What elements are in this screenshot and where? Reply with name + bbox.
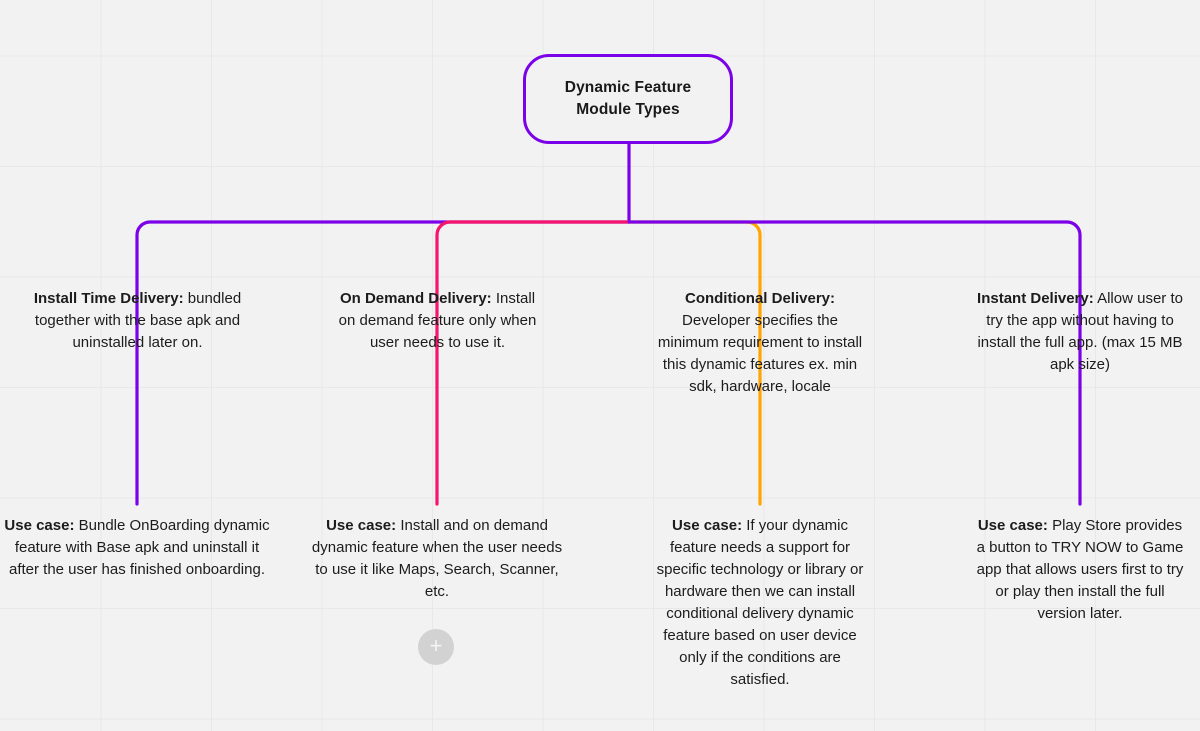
branch-heading-instant-delivery: Instant Delivery:	[977, 290, 1094, 307]
branch-description-install-time-delivery: bundled together with the base apk and u…	[34, 290, 242, 352]
root-node[interactable]: Dynamic Feature Module Types	[523, 54, 733, 144]
branch-heading-conditional-delivery: Conditional Delivery:	[684, 290, 836, 307]
usecase-label-conditional-delivery: Use case:	[672, 517, 743, 534]
usecase-install-time-delivery[interactable]: Use case: Bundle OnBoarding dynamic feat…	[0, 515, 274, 581]
root-node-label-line2: Module Types	[576, 101, 680, 118]
branch-heading-on-demand-delivery: On Demand Delivery:	[339, 290, 492, 307]
branch-description-instant-delivery: Allow user to try the app without having…	[977, 290, 1183, 374]
branch-title-on-demand-delivery[interactable]: On Demand Delivery: Install on demand fe…	[330, 288, 545, 354]
root-node-label: Dynamic Feature Module Types	[565, 77, 691, 121]
root-node-label-line1: Dynamic Feature	[564, 79, 692, 96]
usecase-label-install-time-delivery: Use case:	[4, 517, 75, 534]
usecase-text-install-time-delivery: Bundle OnBoarding dynamic feature with B…	[8, 517, 270, 579]
usecase-instant-delivery[interactable]: Use case: Play Store provides a button t…	[975, 515, 1185, 625]
add-node-button[interactable]: +	[418, 629, 454, 665]
branch-description-conditional-delivery: Developer specifies the minimum requirem…	[657, 312, 863, 396]
plus-icon: +	[429, 633, 443, 658]
usecase-label-instant-delivery: Use case:	[977, 517, 1048, 534]
branch-title-instant-delivery[interactable]: Instant Delivery: Allow user to try the …	[972, 288, 1188, 376]
usecase-conditional-delivery[interactable]: Use case: If your dynamic feature needs …	[652, 515, 868, 691]
usecase-text-instant-delivery: Play Store provides a button to TRY NOW …	[976, 517, 1184, 623]
usecase-label-on-demand-delivery: Use case:	[326, 517, 397, 534]
edge-bus-to-on-demand	[435, 220, 631, 506]
usecase-on-demand-delivery[interactable]: Use case: Install and on demand dynamic …	[310, 515, 564, 603]
usecase-text-conditional-delivery: If your dynamic feature needs a support …	[656, 517, 864, 689]
branch-title-install-time-delivery[interactable]: Install Time Delivery: bundled together …	[20, 288, 255, 354]
branch-description-on-demand-delivery: Install on demand feature only when user…	[338, 290, 537, 352]
edge-bus-to-install-time	[135, 220, 631, 506]
usecase-text-on-demand-delivery: Install and on demand dynamic feature wh…	[311, 517, 563, 601]
branch-heading-install-time-delivery: Install Time Delivery:	[33, 290, 184, 307]
branch-title-conditional-delivery[interactable]: Conditional Delivery: Developer specifie…	[652, 288, 868, 398]
